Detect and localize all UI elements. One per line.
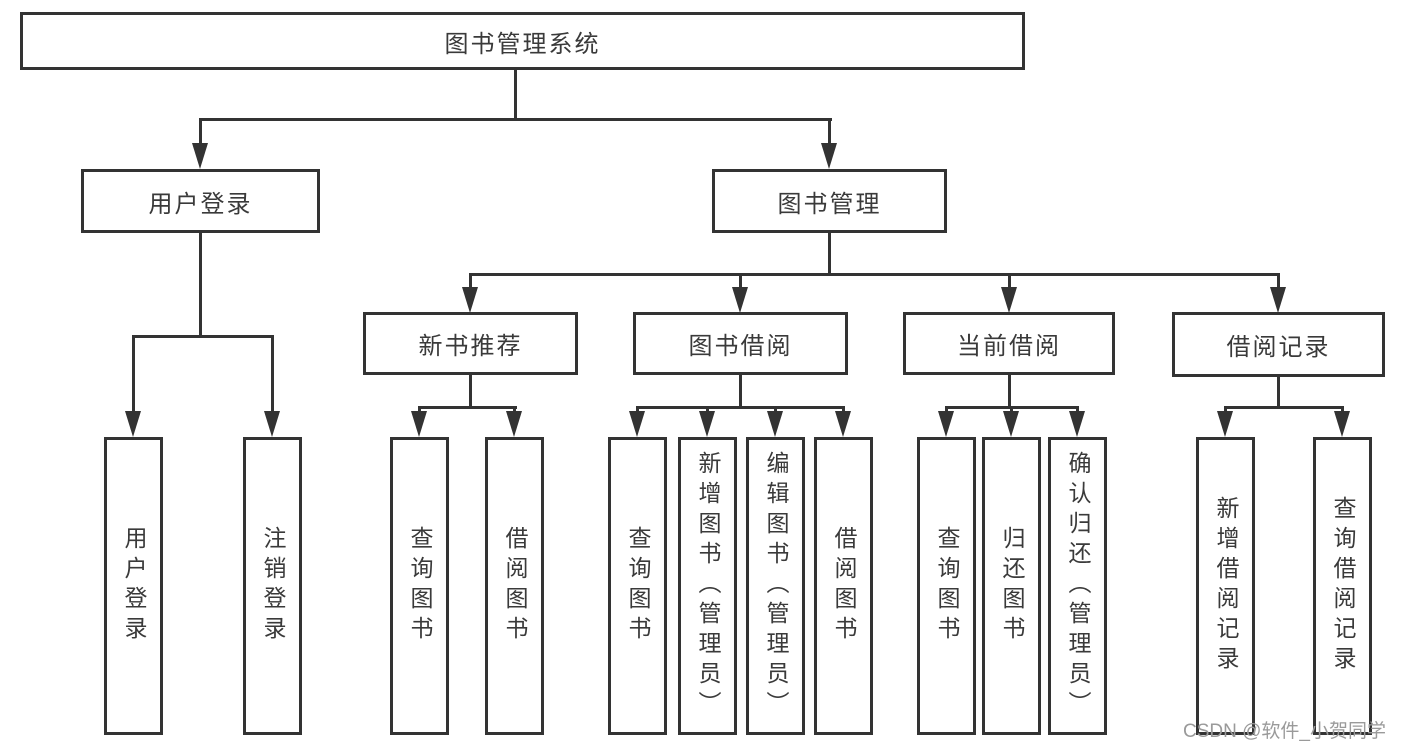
- watermark: CSDN @软件_小贺同学: [1183, 721, 1386, 742]
- arrow-down-icon: [1334, 411, 1350, 437]
- connector-line: [469, 375, 472, 408]
- arrow-down-icon: [1069, 411, 1085, 437]
- arrow-down-icon: [411, 411, 427, 437]
- leaf-return-books: 归还图书: [982, 437, 1041, 735]
- arrow-down-icon: [699, 411, 715, 437]
- node-current-borrowing: 当前借阅: [903, 312, 1115, 375]
- connector-line: [739, 375, 742, 408]
- connector-line: [945, 406, 948, 414]
- connector-line: [828, 233, 831, 275]
- connector-line: [1277, 273, 1280, 289]
- arrow-down-icon: [462, 287, 478, 313]
- connector-line: [199, 118, 832, 121]
- connector-line: [418, 406, 517, 409]
- connector-line: [1224, 406, 1227, 414]
- connector-line: [636, 406, 845, 409]
- connector-line: [469, 273, 1280, 276]
- leaf-user-login: 用户登录: [104, 437, 163, 735]
- connector-line: [828, 118, 831, 146]
- connector-line: [636, 406, 639, 414]
- connector-line: [469, 273, 472, 289]
- connector-line: [132, 335, 135, 412]
- leaf-query-books-borrowing: 查询图书: [608, 437, 667, 735]
- connector-line: [1076, 406, 1079, 414]
- arrow-down-icon: [1003, 411, 1019, 437]
- leaf-confirm-return-admin: 确认归还（管理员）: [1048, 437, 1107, 735]
- connector-line: [706, 406, 709, 414]
- connector-line: [418, 406, 421, 414]
- leaf-query-books-recommend: 查询图书: [390, 437, 449, 735]
- arrow-down-icon: [938, 411, 954, 437]
- connector-line: [739, 273, 742, 289]
- arrow-down-icon: [506, 411, 522, 437]
- arrow-down-icon: [629, 411, 645, 437]
- node-book-borrowing: 图书借阅: [633, 312, 848, 375]
- arrow-down-icon: [767, 411, 783, 437]
- node-user-login: 用户登录: [81, 169, 320, 233]
- leaf-query-books-current: 查询图书: [917, 437, 976, 735]
- connector-line: [199, 233, 202, 337]
- leaf-borrow-books: 借阅图书: [814, 437, 873, 735]
- connector-line: [199, 118, 202, 146]
- arrow-down-icon: [125, 411, 141, 437]
- connector-line: [1010, 406, 1013, 414]
- arrow-down-icon: [264, 411, 280, 437]
- leaf-logout: 注销登录: [243, 437, 302, 735]
- connector-line: [514, 70, 517, 120]
- arrow-down-icon: [1001, 287, 1017, 313]
- arrow-down-icon: [1270, 287, 1286, 313]
- connector-line: [513, 406, 516, 414]
- leaf-add-books-admin: 新增图书（管理员）: [678, 437, 737, 735]
- connector-line: [1008, 273, 1011, 289]
- arrow-down-icon: [192, 143, 208, 169]
- connector-line: [271, 335, 274, 412]
- leaf-add-borrow-record: 新增借阅记录: [1196, 437, 1255, 735]
- connector-line: [132, 335, 274, 338]
- connector-line: [1008, 375, 1011, 408]
- node-new-book-recommendation: 新书推荐: [363, 312, 578, 375]
- node-borrowing-records: 借阅记录: [1172, 312, 1385, 377]
- arrow-down-icon: [732, 287, 748, 313]
- connector-line: [1277, 377, 1280, 408]
- arrow-down-icon: [835, 411, 851, 437]
- connector-line: [774, 406, 777, 414]
- leaf-query-borrow-record: 查询借阅记录: [1313, 437, 1372, 735]
- node-book-management: 图书管理: [712, 169, 947, 233]
- connector-line: [842, 406, 845, 414]
- arrow-down-icon: [1217, 411, 1233, 437]
- node-library-management-system: 图书管理系统: [20, 12, 1025, 70]
- arrow-down-icon: [821, 143, 837, 169]
- connector-line: [1224, 406, 1344, 409]
- leaf-borrow-books-recommend: 借阅图书: [485, 437, 544, 735]
- leaf-edit-books-admin: 编辑图书（管理员）: [746, 437, 805, 735]
- connector-line: [1341, 406, 1344, 414]
